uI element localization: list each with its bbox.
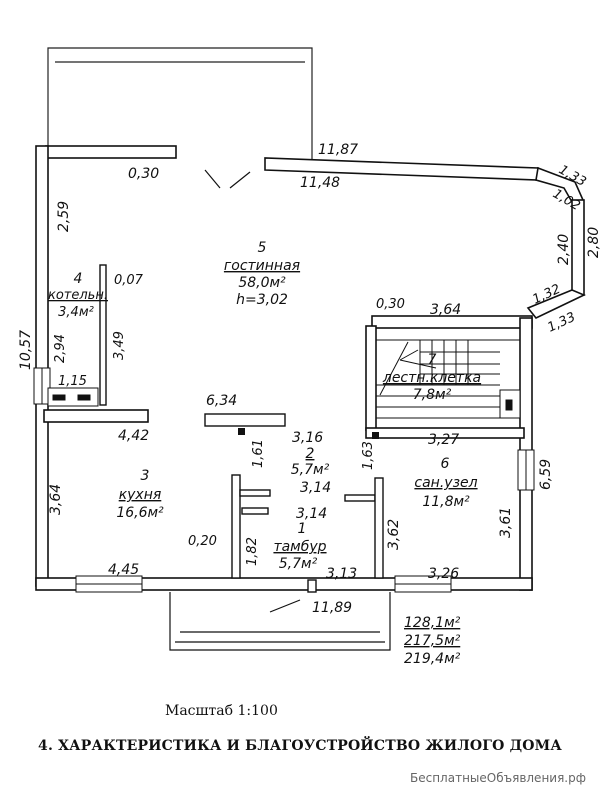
room-5-name: гостинная [224, 258, 300, 274]
dim-hall-top: 3,16 [292, 430, 323, 446]
staircase [376, 339, 521, 419]
room-1-area: 5,7м² [279, 556, 318, 572]
dim-stair-top-small: 0,30 [376, 297, 405, 312]
room-5-area: 58,0м² [238, 275, 286, 291]
room-7-name: лестн.клетка [382, 370, 481, 386]
dim-top-outer: 11,87 [318, 142, 358, 158]
interior-partitions [99, 264, 384, 593]
room-3-name: кухня [119, 487, 162, 503]
dim-boiler-height: 2,94 [53, 334, 68, 363]
dim-bottom-right: 3,26 [428, 566, 459, 582]
dim-bath-side: 3,61 [498, 507, 514, 538]
room-6-name: сан.узел [414, 475, 477, 491]
room-7-area: 7,8м² [413, 387, 452, 403]
area-totals: 128,1м² 217,5м² 219,4м² [404, 615, 461, 667]
dim-bottom-left: 4,45 [108, 562, 139, 578]
dim-vestibule-side: 3,62 [386, 519, 402, 550]
dim-wall-thin: 0,20 [188, 534, 217, 549]
dim-bay-outer-side: 2,80 [586, 227, 600, 258]
terrace-outline [47, 47, 313, 160]
room-6-number: 6 [441, 456, 450, 472]
dim-living-partition: 6,34 [206, 393, 237, 409]
dim-kitchen-side: 3,64 [48, 484, 64, 515]
room-7-number: 7 [428, 352, 437, 368]
dim-hall-left-height: 1,61 [251, 439, 266, 468]
dim-vestibule-top: 3,14 [296, 506, 327, 522]
room-3-area: 16,6м² [116, 505, 164, 521]
room-4-area: 3,4м² [58, 305, 94, 320]
room-5-height: h=3,02 [236, 292, 288, 308]
dim-hall-right-height: 1,63 [361, 441, 376, 470]
dim-bottom-mid: 3,13 [326, 566, 357, 582]
windows [33, 367, 535, 593]
room-4-number: 4 [74, 271, 83, 287]
room-6-area: 11,8м² [422, 494, 470, 510]
dim-bay-outer-bottom: 1,33 [545, 310, 578, 336]
scale-label: Масштаб 1:100 [165, 703, 278, 719]
entrance-porch [169, 169, 391, 651]
dim-bay-inner-side: 2,40 [556, 234, 572, 265]
section-title: 4. ХАРАКТЕРИСТИКА И БЛАГОУСТРОЙСТВО ЖИЛО… [38, 738, 562, 754]
dim-partition-thin: 0,07 [114, 273, 144, 288]
dimension-labels: 11,87 11,48 0,30 1,33 1,02 2,40 2,80 1,3… [18, 142, 600, 616]
dim-bath-top: 3,27 [428, 432, 459, 448]
watermark: БесплатныеОбъявления.рф [410, 771, 586, 785]
total-area-2: 217,5м² [404, 633, 461, 649]
dim-left-total: 10,57 [18, 330, 34, 370]
dim-partition-height: 3,49 [112, 331, 127, 360]
dim-boiler-width: 1,15 [58, 374, 87, 389]
room-3-number: 3 [141, 468, 150, 484]
room-1-name: тамбур [273, 539, 326, 555]
dim-kitchen-top: 4,42 [118, 428, 149, 444]
total-area-1: 128,1м² [404, 615, 461, 631]
wall-marks [238, 428, 379, 439]
dim-corner-left: 0,30 [128, 166, 159, 182]
dim-stair-top: 3,64 [430, 302, 461, 318]
room-2-area: 5,7м² [291, 462, 330, 478]
dim-hall-lower: 1,82 [245, 537, 260, 566]
room-2-number: 2 [306, 446, 315, 462]
room-1-number: 1 [298, 521, 307, 537]
dim-top-inner: 11,48 [300, 175, 340, 191]
boiler-units [47, 387, 99, 407]
dim-right-outer: 6,59 [538, 459, 554, 490]
total-area-3: 219,4м² [404, 651, 461, 667]
room-4-name: котельн. [48, 288, 108, 303]
dim-left-top: 2,59 [56, 201, 72, 232]
room-labels: 5 гостинная 58,0м² h=3,02 4 котельн. 3,4… [48, 240, 481, 572]
dim-hall-mid: 3,14 [300, 480, 331, 496]
dim-bottom-total: 11,89 [312, 600, 352, 616]
room-5-number: 5 [258, 240, 267, 256]
